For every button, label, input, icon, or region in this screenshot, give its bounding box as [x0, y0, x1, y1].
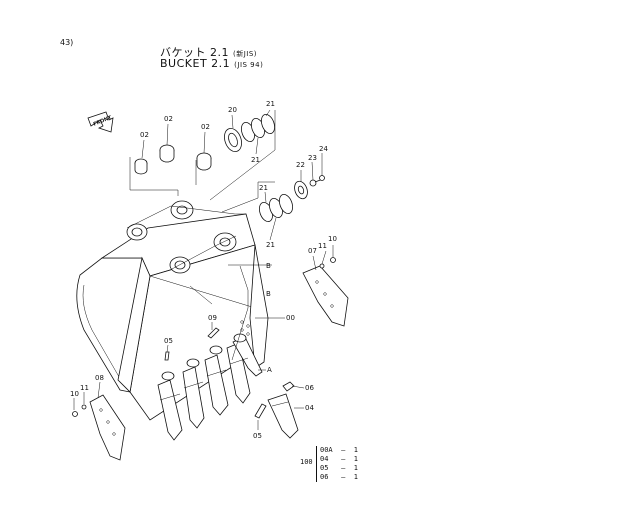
callout-24: 24: [319, 145, 328, 153]
title-english: BUCKET 2.1 (JIS 94): [160, 57, 263, 70]
callout-02-center: 02: [164, 115, 173, 123]
assembly-table-row: 06 — 1: [320, 473, 358, 481]
callout-22: 22: [296, 161, 305, 169]
assembly-table-row: 05 — 1: [320, 464, 358, 472]
front-arrow: FRONT: [87, 111, 114, 133]
title-english-text: BUCKET 2.1: [160, 57, 231, 70]
title-japanese-text: バケット 2.1: [160, 46, 229, 59]
callout-02-right: 02: [201, 123, 210, 131]
tooth-pin: [254, 403, 267, 419]
callout-05-body: 05: [164, 337, 173, 345]
title-japanese: バケット 2.1 (新JIS): [160, 44, 257, 60]
side-cutter-left: [89, 394, 126, 461]
callout-11-right: 11: [318, 242, 327, 250]
callout-08: 08: [95, 374, 104, 382]
callout-21-lower-top: 21: [259, 184, 268, 192]
callout-02-left: 02: [140, 131, 149, 139]
leader-lines: [73, 109, 334, 430]
callout-10-left: 10: [70, 390, 79, 398]
callout-10-right: 10: [328, 235, 337, 243]
assembly-table-row: 00A — 1: [320, 446, 358, 454]
side-cutter-bolt-right: [319, 257, 336, 269]
tooth-exploded: [267, 393, 299, 439]
title-english-sub: (JIS 94): [234, 61, 264, 69]
bushing-center: [159, 144, 175, 163]
callout-00: 00: [286, 314, 295, 322]
retainer-plate: [294, 180, 308, 200]
callout-20: 20: [228, 106, 237, 114]
shim-rings-lower: [259, 193, 293, 223]
pin-05-body: [164, 351, 170, 361]
side-cutter-bolt-left: [72, 404, 87, 417]
title-japanese-sub: (新JIS): [233, 50, 258, 58]
page-number: 43): [60, 38, 74, 47]
callout-05-tooth: 05: [253, 432, 262, 440]
callout-a: A: [267, 366, 272, 374]
tooth-lock: [282, 381, 295, 392]
pin-09: [207, 327, 220, 339]
bushing-left: [134, 158, 148, 175]
callout-07: 07: [308, 247, 317, 255]
side-cutter-right: [302, 265, 349, 327]
callout-11-left: 11: [80, 384, 89, 392]
assembly-table-key: 100: [300, 458, 313, 466]
callout-21-lower-bottom: 21: [266, 241, 275, 249]
callout-06: 06: [305, 384, 314, 392]
nut: [319, 175, 325, 181]
assembly-table-row: 04 — 1: [320, 455, 358, 463]
callout-b-lower: B: [266, 290, 271, 298]
callout-09: 09: [208, 314, 217, 322]
callout-04: 04: [305, 404, 314, 412]
shim-rings-upper: [241, 113, 275, 143]
seal-ring: [224, 127, 242, 153]
grouping-brackets: [129, 110, 276, 361]
callout-21-mid: 21: [251, 156, 260, 164]
callout-23: 23: [308, 154, 317, 162]
callout-b-upper: B: [266, 262, 271, 270]
bushing-right: [196, 152, 212, 171]
callout-21-top: 21: [266, 100, 275, 108]
